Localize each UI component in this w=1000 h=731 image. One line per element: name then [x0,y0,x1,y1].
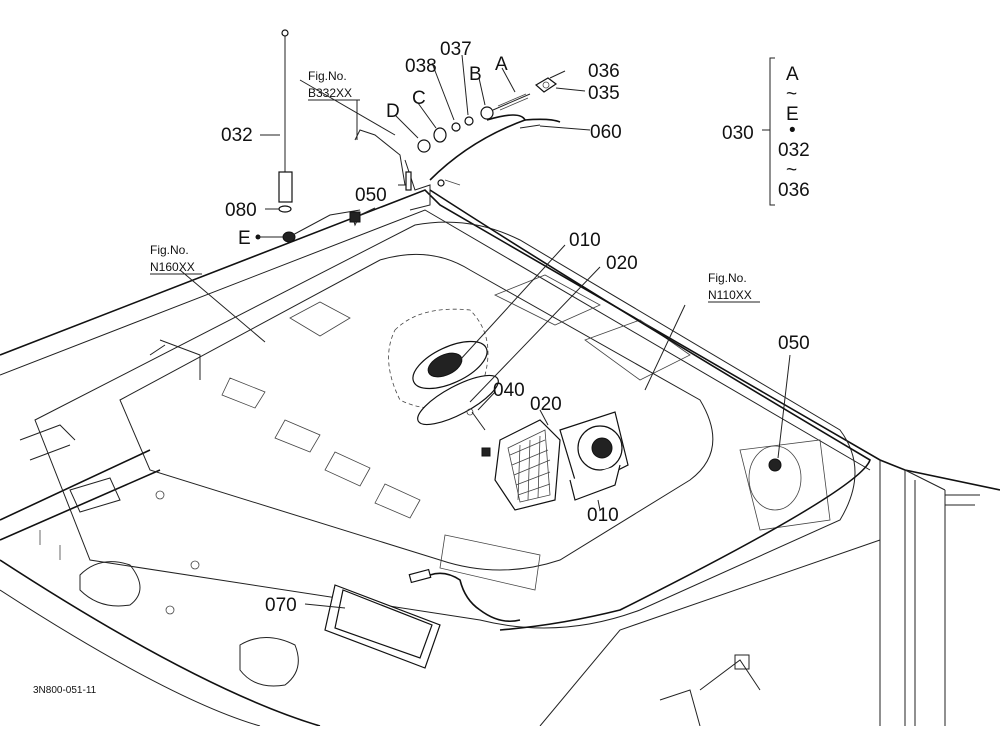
cab-frame [0,189,1000,727]
callout-070: 070 [265,595,297,616]
figref-n110-code: N110XX [708,288,752,302]
room-lamp [304,584,441,669]
group-030-line5: 032 [778,140,810,161]
callout-050-top: 050 [355,185,387,206]
callout-020-top: 020 [606,253,638,274]
speaker-assembly-rear [388,308,499,457]
callout-E: E [238,228,251,249]
figref-n160-code: N160XX [150,260,195,274]
figref-n160-prefix: Fig.No. [150,243,189,257]
figref-b332-prefix: Fig.No. [308,69,347,83]
callout-labels: 032 080 E D 038 C 037 B A 036 035 060 05… [221,39,810,616]
antenna-assembly [255,29,361,243]
drawing-code: 3N800-051-11 [33,685,97,696]
callout-036: 036 [588,61,620,82]
callout-035: 035 [588,83,620,104]
group-030-line2: ~ [786,84,797,105]
group-030-line4: • [789,120,796,141]
callout-010-top: 010 [569,230,601,251]
speaker-assembly-front [494,409,629,511]
figref-n110-prefix: Fig.No. [708,271,747,285]
group-030-line1: A [786,64,799,85]
callout-032: 032 [221,125,253,146]
group-030-bracket: A ~ E • 032 ~ 036 [769,57,810,206]
callout-C: C [412,88,426,109]
callout-040: 040 [493,380,525,401]
group-030-line6: ~ [786,160,797,181]
callout-038: 038 [405,56,437,77]
group-030-line7: 036 [778,180,810,201]
callout-050-right: 050 [778,333,810,354]
group-030-line3: E [786,104,799,125]
callout-080: 080 [225,200,257,221]
callout-D: D [386,101,400,122]
figref-b332-code: B332XX [308,86,352,100]
figure-references: Fig.No. B332XX Fig.No. N160XX Fig.No. N1… [150,69,760,303]
speaker-cable-right [408,189,871,631]
callout-B: B [469,64,482,85]
callout-010-bottom: 010 [587,505,619,526]
headliner-panel [34,221,856,687]
callout-060: 060 [590,122,622,143]
callout-A: A [495,54,508,75]
callout-020-bottom: 020 [530,394,562,415]
callout-037: 037 [440,39,472,60]
antenna-bracket-hardware [349,77,561,227]
callout-030: 030 [722,123,754,144]
